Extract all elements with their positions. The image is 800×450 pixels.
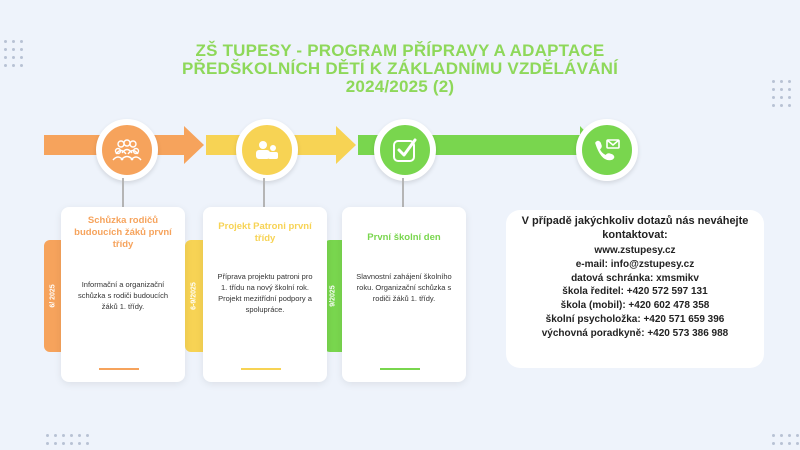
- contact-icon: [595, 139, 620, 161]
- step-1-card: Schůzka rodičů budoucích žáků první tříd…: [61, 207, 185, 382]
- step-3-underline: [380, 368, 420, 370]
- step-1-connector: [122, 178, 124, 208]
- step-1-date-tab: 6/ 2025: [44, 240, 62, 352]
- step-2-underline: [241, 368, 281, 370]
- decorative-dots-bottom-right: [772, 434, 799, 445]
- step-3-title: První školní den: [367, 232, 441, 243]
- step-3-date-tab: 9/2025: [324, 240, 342, 352]
- contact-lead: V případě jakýchkoliv dotazů nás neváhej…: [521, 215, 749, 241]
- step-3-description: Slavnostní zahájení školního roku. Organ…: [356, 272, 452, 303]
- decorative-dots-top-left: [4, 40, 23, 67]
- step-2-date-tab: 6-9/2025: [185, 240, 203, 352]
- checkmark-icon: [393, 138, 417, 162]
- people-icon: [112, 139, 142, 161]
- contact-email[interactable]: e-mail: info@zstupesy.cz: [575, 258, 695, 270]
- step-1-title: Schůzka rodičů budoucích žáků první tříd…: [74, 215, 172, 250]
- decorative-dots-top-right: [772, 80, 791, 107]
- contact-phone-director: škola ředitel: +420 572 597 131: [562, 286, 708, 298]
- step-1-description: Informační a organizační schůzka s rodič…: [77, 280, 169, 311]
- step-2-connector: [263, 178, 265, 208]
- contact-website[interactable]: www.zstupesy.cz: [594, 245, 676, 256]
- title-line-3: 2024/2025 (2): [345, 77, 455, 96]
- decorative-dots-bottom-left: [46, 434, 89, 445]
- contact-data-box: datová schránka: xmsmikv: [571, 272, 699, 284]
- title-line-2: PŘEDŠKOLNÍCH DĚTÍ K ZÁKLADNÍMU VZDĚLÁVÁN…: [181, 59, 619, 78]
- page-title: ZŠ TUPESY - PROGRAM PŘÍPRAVY A ADAPTACE …: [170, 42, 630, 96]
- contact-phone-counselor: výchovná poradkyně: +420 573 386 988: [541, 327, 729, 339]
- title-line-1: ZŠ TUPESY - PROGRAM PŘÍPRAVY A ADAPTACE: [195, 41, 605, 60]
- contact-phone-mobile: škola (mobil): +420 602 478 358: [560, 300, 710, 312]
- step-2-title: Projekt Patroni první třídy: [218, 221, 312, 244]
- step-1-underline: [99, 368, 139, 370]
- step-2-circle: [236, 119, 298, 181]
- step-2-card: Projekt Patroni první třídy Příprava pro…: [203, 207, 327, 382]
- patron-icon: [256, 141, 278, 159]
- contact-circle: [576, 119, 638, 181]
- step-2-description: Příprava projektu patroni pro 1. třídu n…: [217, 272, 313, 314]
- step-1-date: 6/ 2025: [49, 284, 57, 308]
- contact-box: V případě jakýchkoliv dotazů nás neváhej…: [506, 210, 764, 368]
- step-3-card: První školní den Slavnostní zahájení ško…: [342, 207, 466, 382]
- step-3-circle: [374, 119, 436, 181]
- step-1-circle: [96, 119, 158, 181]
- step-2-date: 6-9/2025: [190, 282, 198, 310]
- step-3-date: 9/2025: [329, 285, 337, 307]
- contact-phone-psychologist: školní psycholožka: +420 571 659 396: [545, 313, 725, 325]
- step-3-connector: [402, 178, 404, 208]
